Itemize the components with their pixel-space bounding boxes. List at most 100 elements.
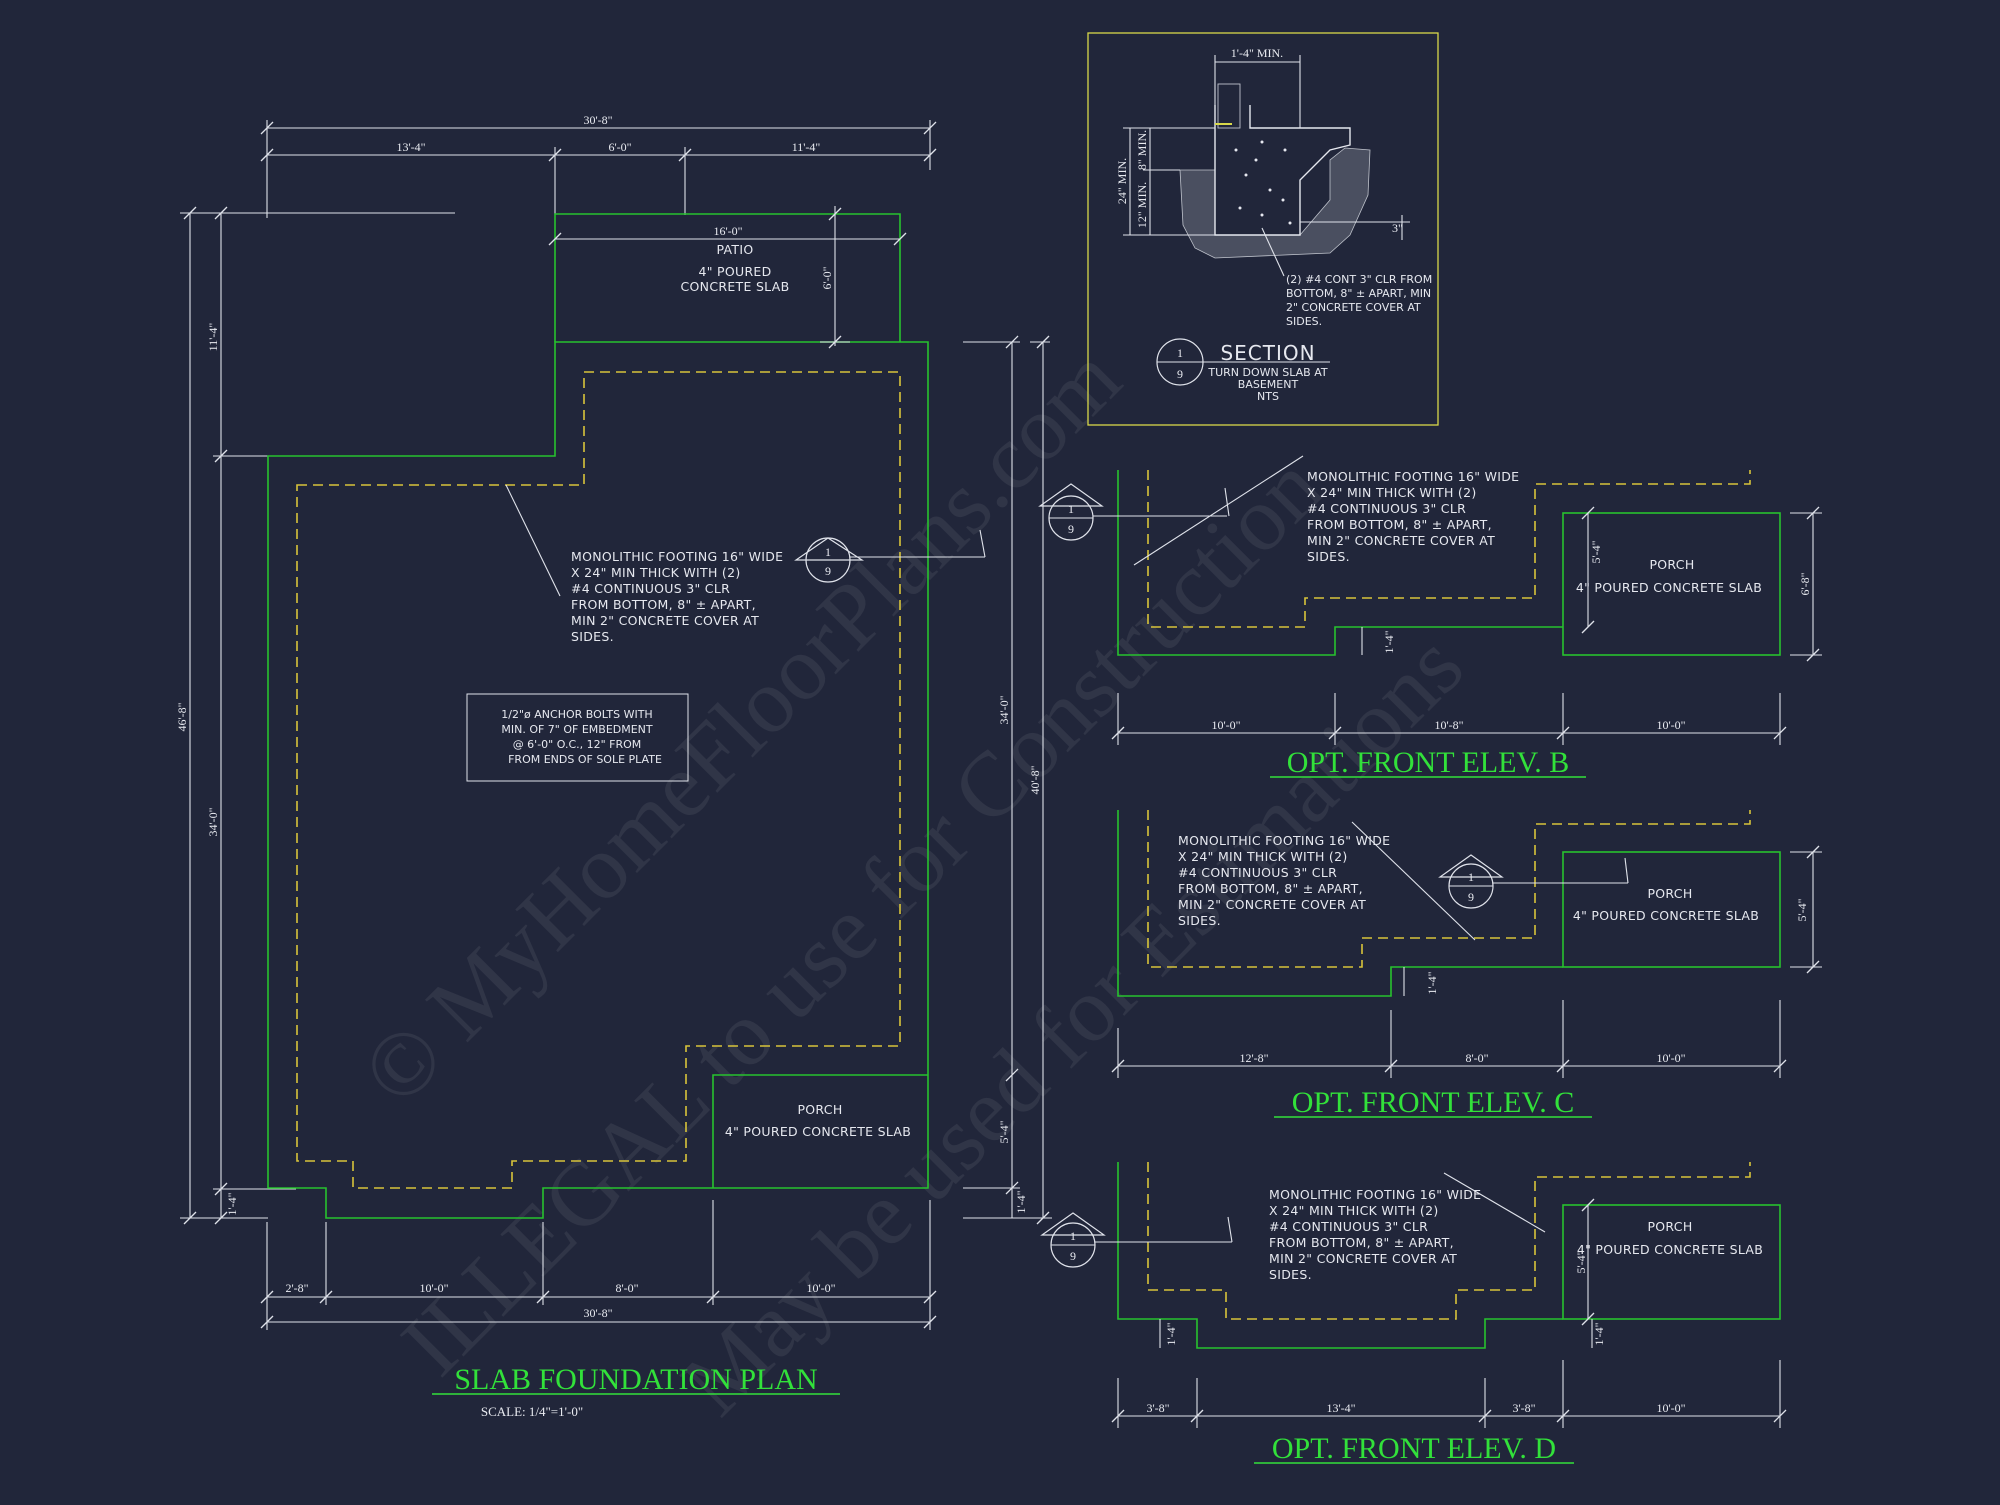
elev-b-wall — [1117, 470, 1563, 656]
section-tag-top: 1 — [1177, 346, 1183, 360]
elev-c-dim-b: 8'-0" — [1465, 1051, 1488, 1065]
elev-d-note-4: FROM BOTTOM, 8" ± APART, — [1269, 1235, 1454, 1250]
elev-d-note-1: MONOLITHIC FOOTING 16" WIDE — [1269, 1187, 1481, 1202]
elev-d-note-3: #4 CONTINUOUS 3" CLR — [1269, 1219, 1428, 1234]
section-dim-depth-total: 24" MIN. — [1115, 158, 1129, 204]
elev-c-note-3: #4 CONTINUOUS 3" CLR — [1178, 865, 1337, 880]
section-detail: 1'-4" MIN. 24" MIN. 12" MIN. 8" MIN. 3" … — [1087, 32, 1439, 426]
plan-footing-note-5: MIN 2" CONCRETE COVER AT — [571, 613, 759, 628]
slab-foundation-plan: 30'-8" 13'-4" 6'-0" 11'-4" 46'-8" 1 1'-4"… — [175, 113, 1052, 1419]
elev-b-dim-step: 1'-4" — [1382, 630, 1396, 653]
section-dim-slab: 8" MIN. — [1135, 130, 1149, 170]
elev-b-dim-b: 10'-8" — [1434, 718, 1463, 732]
elev-b-porch-label: PORCH — [1649, 557, 1694, 572]
elev-b-porch — [1562, 512, 1781, 656]
elev-d-porch — [1562, 1204, 1781, 1320]
section-title: SECTION — [1220, 341, 1315, 365]
elev-d-title: OPT. FRONT ELEV. D — [1272, 1432, 1556, 1465]
plan-dim-bottom-overall: 30'-8" — [583, 1306, 612, 1320]
plan-dim-bottom-d: 10'-0" — [806, 1281, 835, 1295]
elev-c-note-1: MONOLITHIC FOOTING 16" WIDE — [1178, 833, 1390, 848]
elev-d-dim-step-right: 1'-4" — [1592, 1322, 1606, 1345]
elev-c-tag-bottom: 9 — [1468, 890, 1474, 904]
concrete-turndown — [1214, 105, 1351, 236]
plan-porch-label: PORCH — [797, 1102, 842, 1117]
elev-d-note-6: SIDES. — [1269, 1267, 1312, 1282]
elev-b-note-5: MIN 2" CONCRETE COVER AT — [1307, 533, 1495, 548]
anchor-note-1: 1/2"ø ANCHOR BOLTS WITH — [501, 708, 652, 721]
plan-dim-right-step: 1'-4" — [1014, 1190, 1028, 1213]
elev-c-dim-step: 1'-4" — [1425, 971, 1439, 994]
plan-section-tag: 1 9 — [794, 529, 986, 583]
elev-c-dim-a: 12'-8" — [1239, 1051, 1268, 1065]
elev-b-note-3: #4 CONTINUOUS 3" CLR — [1307, 501, 1466, 516]
plan-scale: SCALE: 1/4"=1'-0" — [481, 1404, 583, 1419]
section-sub-2: BASEMENT — [1238, 378, 1299, 391]
elev-d-dim-d: 10'-0" — [1656, 1401, 1685, 1415]
elev-b-dim-porch-depth: 5'-4" — [1589, 540, 1603, 563]
plan-title: SLAB FOUNDATION PLAN — [454, 1363, 817, 1396]
plan-dim-top-overall: 30'-8" — [583, 113, 612, 127]
plan-slab-outline — [267, 341, 929, 1219]
elev-d-porch-label: PORCH — [1647, 1219, 1692, 1234]
elev-d-tag-bottom: 9 — [1070, 1249, 1076, 1263]
anchor-bolt-note: 1/2"ø ANCHOR BOLTS WITH MIN. OF 7" OF EM… — [466, 693, 689, 782]
elev-b-note-4: FROM BOTTOM, 8" ± APART, — [1307, 517, 1492, 532]
plan-dim-bottom-a: 2'-8" — [285, 1281, 308, 1295]
elev-d-dim-a: 3'-8" — [1146, 1401, 1169, 1415]
plan-dim-bottom-c: 8'-0" — [615, 1281, 638, 1295]
section-rebar-note-3: 2" CONCRETE COVER AT — [1286, 301, 1421, 314]
elev-b-note-2: X 24" MIN THICK WITH (2) — [1307, 485, 1477, 500]
elev-c-dim-c: 10'-0" — [1656, 1051, 1685, 1065]
section-dim-width: 1'-4" MIN. — [1231, 46, 1283, 60]
plan-footing-note-3: #4 CONTINUOUS 3" CLR — [571, 581, 730, 596]
elev-d-dim-b: 13'-4" — [1326, 1401, 1355, 1415]
section-tag-bottom: 9 — [1177, 367, 1183, 381]
elev-c-porch-label: PORCH — [1647, 886, 1692, 901]
plan-dims-bottom: 2'-8" 10'-0" 8'-0" 10'-0" 30'-8" — [260, 1200, 937, 1330]
section-dim-bottom: 3" — [1392, 221, 1403, 235]
elev-c-note-4: FROM BOTTOM, 8" ± APART, — [1178, 881, 1363, 896]
plan-tag-top: 1 — [825, 545, 831, 559]
plan-tag-bottom: 9 — [825, 564, 831, 578]
opt-front-elev-b: MONOLITHIC FOOTING 16" WIDE X 24" MIN TH… — [1038, 455, 1822, 779]
patio-dim-depth: 6'-0" — [820, 266, 834, 289]
elev-d-footing — [1147, 1162, 1751, 1320]
elev-b-footing — [1147, 470, 1751, 628]
plan-dim-left-overall: 46'-8" — [175, 702, 189, 731]
elev-d-dim-porch-depth: 5'-4" — [1574, 1250, 1588, 1273]
plan-footing-note-6: SIDES. — [571, 629, 614, 644]
plan-footing-note-2: X 24" MIN THICK WITH (2) — [571, 565, 741, 580]
elev-d-dim-c: 3'-8" — [1512, 1401, 1535, 1415]
patio-line2: CONCRETE SLAB — [681, 279, 790, 294]
elev-b-title: OPT. FRONT ELEV. B — [1287, 746, 1570, 779]
patio-line1: 4" POURED — [698, 264, 771, 279]
plan-footing-note-1: MONOLITHIC FOOTING 16" WIDE — [571, 549, 783, 564]
plan-dims-right: 34'-0" 5'-4" 1'-4" 40'-8" — [963, 335, 1052, 1225]
opt-front-elev-d: MONOLITHIC FOOTING 16" WIDE X 24" MIN TH… — [1040, 1162, 1787, 1465]
elev-d-porch-line1: 4" POURED CONCRETE SLAB — [1577, 1242, 1763, 1257]
wall-stud — [1217, 83, 1241, 129]
elev-c-tag-top: 1 — [1468, 870, 1474, 884]
elev-b-dim-overall-depth: 6'-8" — [1798, 572, 1812, 595]
elev-c-note-5: MIN 2" CONCRETE COVER AT — [1178, 897, 1366, 912]
plan-dim-left-step: 1'-4" — [225, 1192, 239, 1215]
section-rebar-note-1: (2) #4 CONT 3" CLR FROM — [1286, 273, 1432, 286]
section-dim-depth-turn: 12" MIN. — [1135, 182, 1149, 228]
plan-dims-top: 30'-8" 13'-4" 6'-0" 11'-4" — [260, 113, 937, 218]
anchor-note-2: MIN. OF 7" OF EMBEDMENT — [501, 723, 653, 736]
elev-c-note-2: X 24" MIN THICK WITH (2) — [1178, 849, 1348, 864]
section-detail-border — [1087, 32, 1439, 426]
elev-c-dim-porch-depth: 5'-4" — [1795, 898, 1809, 921]
plan-dim-right-overall: 40'-8" — [1028, 765, 1042, 794]
elev-d-note-5: MIN 2" CONCRETE COVER AT — [1269, 1251, 1457, 1266]
plan-dim-top-left: 13'-4" — [396, 140, 425, 154]
plan-footing-note-4: FROM BOTTOM, 8" ± APART, — [571, 597, 756, 612]
elev-d-note-2: X 24" MIN THICK WITH (2) — [1269, 1203, 1439, 1218]
elev-c-porch-line1: 4" POURED CONCRETE SLAB — [1573, 908, 1759, 923]
plan-dim-right-upper: 34'-0" — [997, 695, 1011, 724]
elev-d-tag-top: 1 — [1070, 1229, 1076, 1243]
plan-footing-note: MONOLITHIC FOOTING 16" WIDE X 24" MIN TH… — [505, 484, 783, 644]
opt-front-elev-c: MONOLITHIC FOOTING 16" WIDE X 24" MIN TH… — [1111, 810, 1822, 1119]
